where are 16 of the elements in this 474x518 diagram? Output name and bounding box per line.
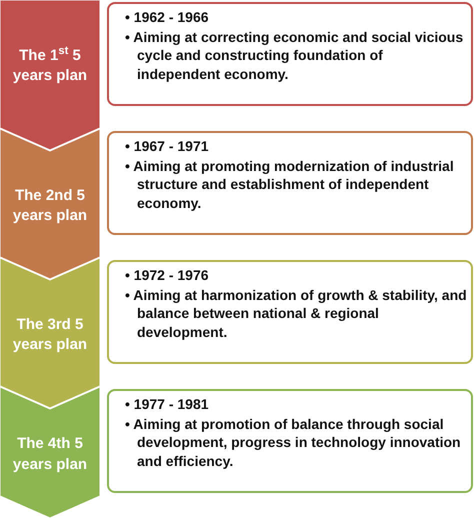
date-range: • 1962 - 1966 [125,8,210,26]
description-text: • Aiming at promoting modernization of industrial structure and establishment of independent economy. [125,157,455,212]
stage-title: The 3rd 5 years plan [12,314,88,355]
description-card [107,260,473,364]
date-range: • 1972 - 1976 [125,266,210,284]
stage-title: The 1$^{st}$ 5 years plan [12,46,88,86]
stage-title: The 4th 5 years plan [12,434,88,474]
description-card [107,2,473,106]
description-text: • Aiming at promotion of balance through social development, progress in technology innovation and efficiency. [125,415,462,470]
date-range: • 1967 - 1971 [125,137,210,156]
description-card [107,131,473,235]
description-text: • Aiming at harmonization of growth & stability, and balance between national & regional development. [125,286,467,341]
date-range: • 1977 - 1981 [125,395,210,414]
description-card [107,389,473,493]
stage-title: The 2nd 5 years plan [12,186,88,226]
description-text: • Aiming at correcting economic and social vicious cycle and constructing foundation of independent economy. [125,28,464,83]
